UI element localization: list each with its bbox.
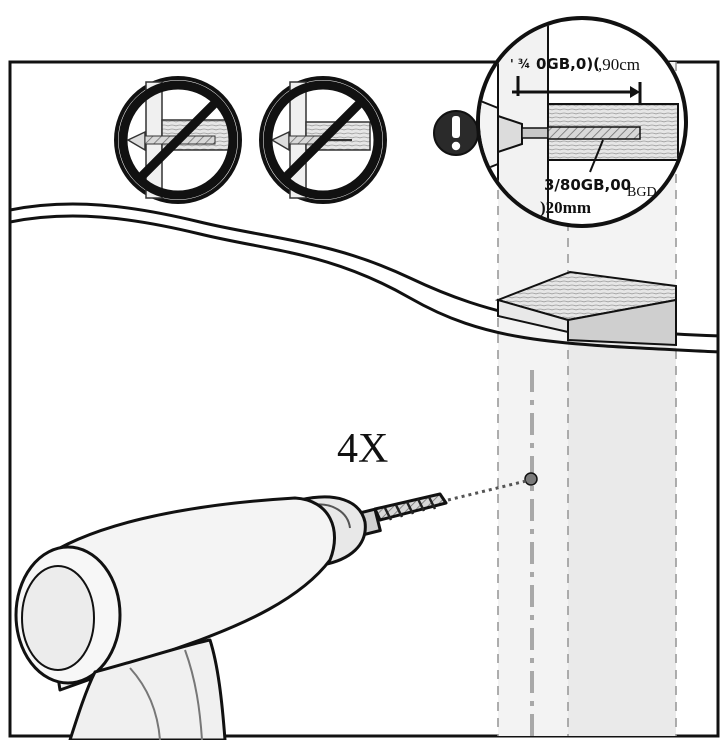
- callout-diameter-label: 3/80GB,00: [544, 176, 631, 194]
- prohibited-anchor-icon: [114, 76, 242, 204]
- prohibited-screw-icon: [259, 76, 387, 204]
- callout-depth-code: 0GB,0)(: [536, 55, 600, 73]
- magnified-detail-callout: ' ¾ 0GB,0)( ,90cm 3/80GB,00 BGD )20mm: [476, 16, 688, 228]
- wall-cut-bottom: [10, 214, 718, 354]
- callout-depth-value: ,90cm: [598, 55, 640, 74]
- wood-stud-block: [494, 270, 677, 347]
- callout-diameter-value: )20mm: [540, 198, 591, 217]
- callout-side-label: BGD: [627, 185, 657, 200]
- drill-target-point: [524, 472, 538, 486]
- exclamation-warning-icon: [433, 110, 479, 156]
- repeat-count-label: 4X: [337, 426, 388, 472]
- callout-depth-prefix: ' ¾: [510, 57, 530, 71]
- stud-zone-inner: [568, 300, 676, 736]
- power-drill-icon: [14, 492, 448, 740]
